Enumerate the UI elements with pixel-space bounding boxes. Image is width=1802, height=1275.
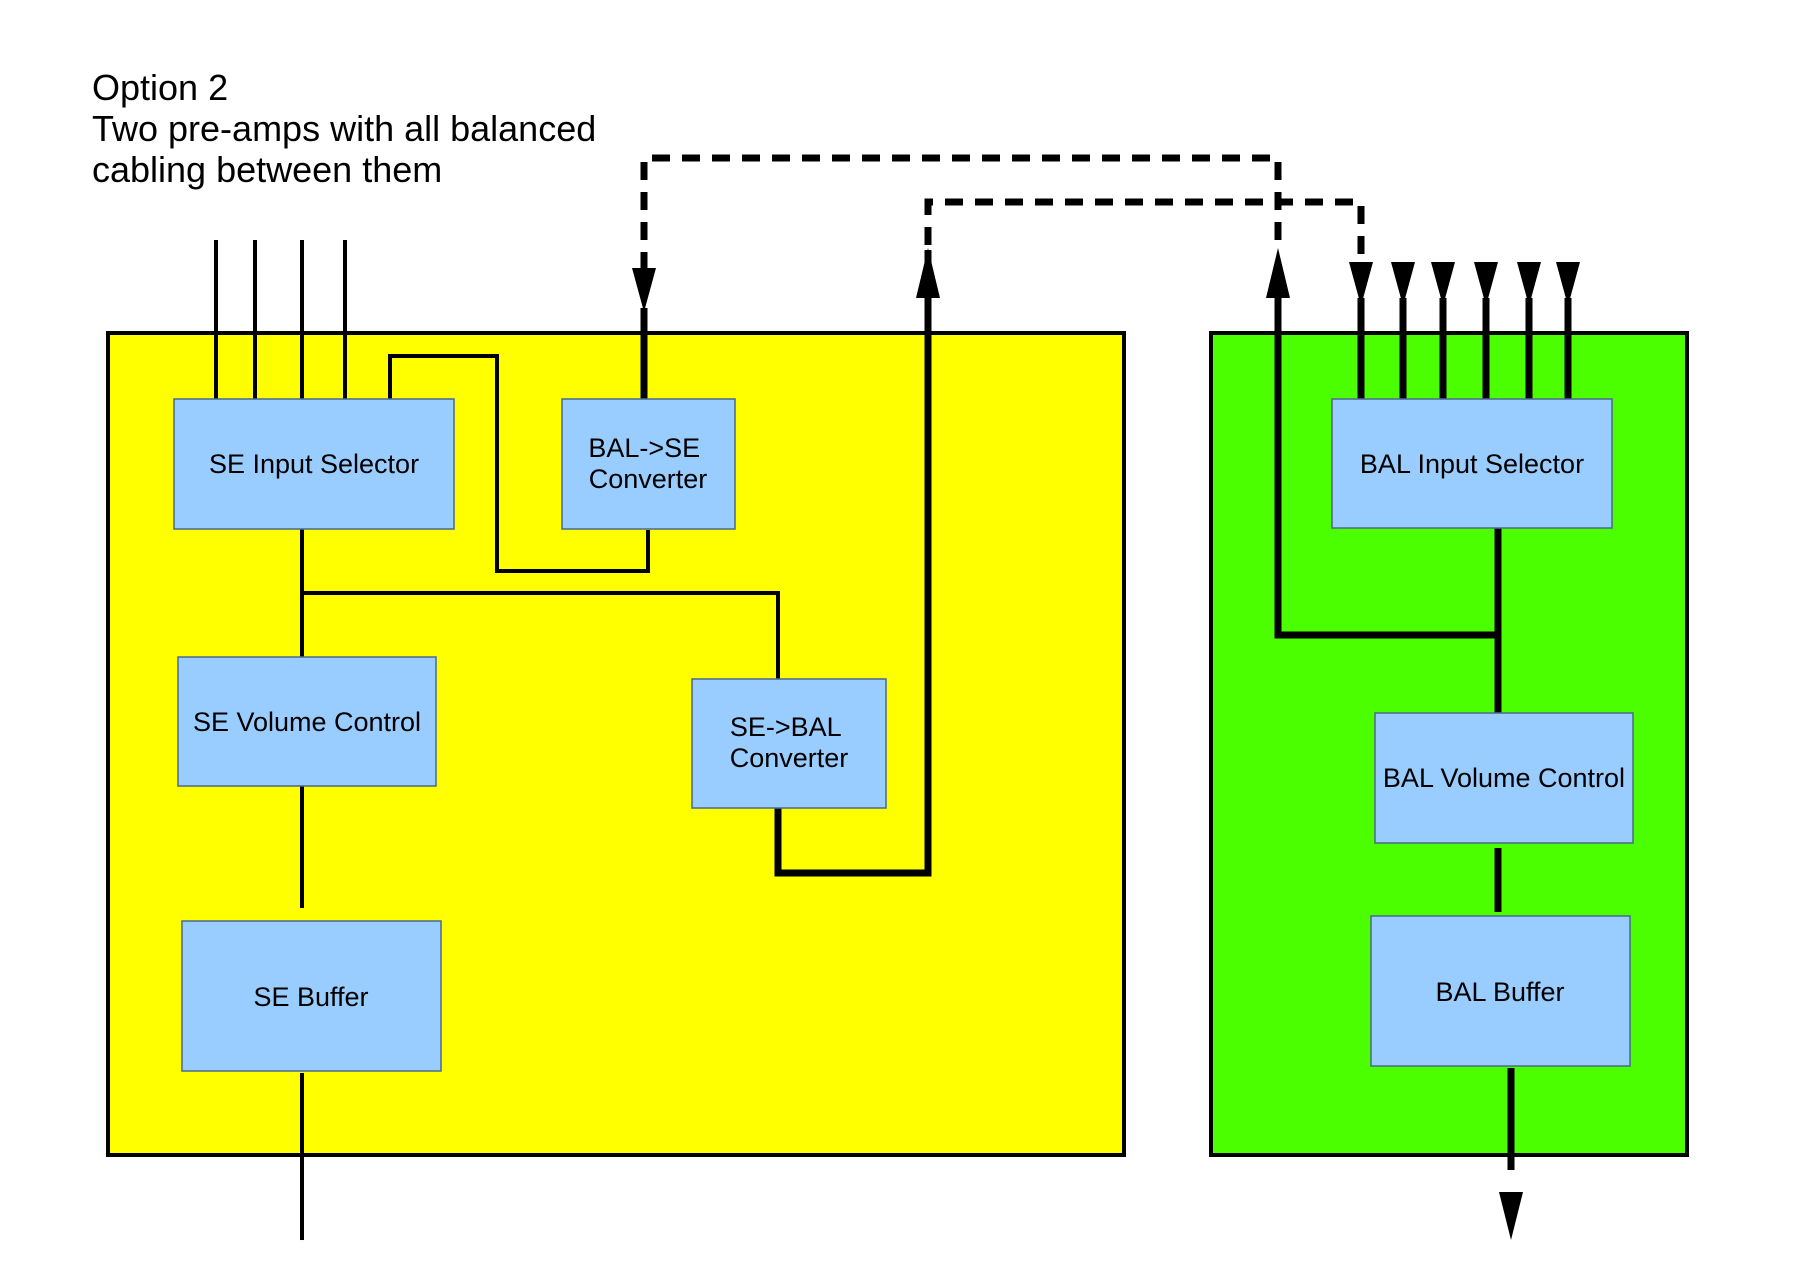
se-volume-control-label: SE Volume Control	[193, 707, 421, 737]
bal-input-arrowhead-1	[1349, 262, 1373, 306]
svg-text:BAL Input Selector: BAL Input Selector	[1360, 449, 1584, 479]
bal-loop-output-arrowhead	[1266, 248, 1290, 298]
page-title: Option 2 Two pre-amps with all balanced …	[92, 67, 601, 190]
bal-input-arrowhead-3	[1431, 262, 1455, 306]
svg-text:SE Input Selector: SE Input Selector	[209, 449, 419, 479]
title-line-3: cabling between them	[92, 149, 442, 190]
bal-output-arrowhead	[1499, 1192, 1523, 1240]
balanced-arrowheads	[632, 248, 1580, 1240]
se-input-arrows	[214, 240, 347, 403]
se-buffer-block: SE Buffer	[181, 920, 442, 1072]
se-buffer-label: SE Buffer	[253, 982, 368, 1012]
balanced-cabling	[640, 250, 1572, 1170]
bal-volume-control-label: BAL Volume Control	[1383, 763, 1625, 793]
bal-input-arrowhead-4	[1474, 262, 1498, 306]
svg-text:BAL Buffer: BAL Buffer	[1435, 977, 1564, 1007]
se-to-bal-label-2: Converter	[730, 743, 849, 773]
svg-text:SE->BAL Converter: SE->BAL Converter	[730, 712, 849, 773]
bal-input-arrowhead-5	[1517, 262, 1541, 306]
se-input-selector-label: SE Input Selector	[209, 449, 419, 479]
svg-text:BAL->SE Converter: BAL->SE Converter	[588, 433, 707, 494]
se-to-bal-output-arrowhead	[916, 248, 940, 298]
svg-text:SE Volume Control: SE Volume Control	[193, 707, 421, 737]
title-line-2: Two pre-amps with all balanced	[92, 108, 596, 149]
bal-to-se-label-2: Converter	[589, 464, 708, 494]
title-line-1: Option 2	[92, 67, 228, 108]
bal-buffer-label: BAL Buffer	[1435, 977, 1564, 1007]
interconnect-cables	[640, 154, 1365, 270]
bal-volume-control-block: BAL Volume Control	[1374, 712, 1634, 844]
se-input-selector-block: SE Input Selector	[173, 398, 455, 530]
se-to-bal-converter-block: SE->BAL Converter	[691, 678, 887, 809]
se-volume-control-block: SE Volume Control	[177, 656, 437, 787]
bal-input-selector-block: BAL Input Selector	[1331, 398, 1613, 529]
bal-to-se-input-arrowhead	[632, 268, 656, 312]
bal-buffer-block: BAL Buffer	[1370, 915, 1631, 1067]
svg-text:BAL Volume Control: BAL Volume Control	[1383, 763, 1625, 793]
bal-input-arrowhead-2	[1391, 262, 1415, 306]
bal-to-se-converter-block: BAL->SE Converter	[561, 398, 736, 530]
bal-to-se-label-1: BAL->SE	[588, 433, 700, 463]
se-to-bal-label-1: SE->BAL	[730, 712, 842, 742]
bal-input-selector-label: BAL Input Selector	[1360, 449, 1584, 479]
svg-text:SE Buffer: SE Buffer	[253, 982, 368, 1012]
bal-input-arrowhead-6	[1556, 262, 1580, 306]
